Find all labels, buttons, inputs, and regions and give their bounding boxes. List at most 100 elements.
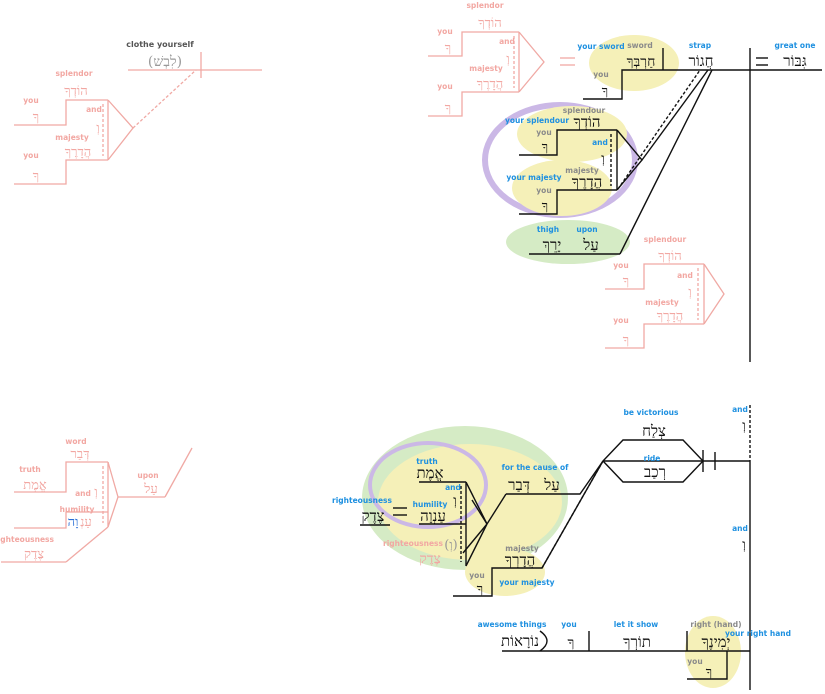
righteousness-heb: צֶדֶק [24, 547, 44, 562]
strap-label: strap [689, 41, 712, 50]
you-heb-2: ךָ [445, 101, 451, 116]
ride-heb: רְכַב [644, 463, 666, 481]
you-label-2: you [613, 316, 628, 325]
and-label: and [86, 105, 102, 114]
majesty-label: majesty [645, 298, 679, 307]
ghost-top-left [14, 52, 262, 185]
righteousness-heb: צֶדֶק [361, 507, 384, 525]
your-right-hand-label: your right hand [725, 629, 791, 638]
and-mid-label: and [732, 524, 748, 533]
highlight-sword [589, 35, 679, 91]
ghost-bottom-left-text: word דְּבַר truth אֱמֶת and וְ humility … [0, 437, 159, 562]
and-label: and [75, 489, 91, 498]
righteousness-ghost-label: righteousness [383, 539, 443, 548]
thigh-label: thigh [537, 225, 559, 234]
splendour-heb: הוֹדְךָ [658, 249, 681, 264]
majesty-heb: הֲדָרֶךָ [657, 309, 684, 324]
and-mid-heb: וְ [742, 537, 746, 553]
and-heb: וְ [96, 121, 99, 136]
main-top-text: your sword sword חַרְבְּךָ you ךָ strap … [505, 41, 816, 254]
great-one-label: great one [775, 41, 816, 50]
and-label: and [499, 37, 515, 46]
you-label-1: you [23, 96, 38, 105]
majesty-heb: הֲדָרֶךָ [65, 145, 92, 160]
highlight-splendour [517, 106, 627, 162]
for-the-cause-of-label: for the cause of [502, 463, 570, 472]
you-rh-heb: ךָ [706, 665, 712, 680]
righteousness-label: righteousness [0, 535, 55, 544]
highlight-thigh [506, 220, 630, 264]
upon-label: upon [137, 471, 158, 480]
main-bottom-lines [360, 405, 751, 690]
ghost-top-left-text: clothe yourself (לִבְשׁ) splendor הוֹדְך… [23, 40, 194, 184]
you-label-2: you [536, 186, 551, 195]
you-heb: ךָ [477, 582, 483, 597]
righteousness-ghost-heb: צֶדֶק [419, 551, 441, 567]
upon-heb: עַל [143, 482, 157, 497]
splendor-label: splendor [466, 1, 503, 10]
cause-upon-heb: עַל [543, 476, 560, 494]
awesome-things-label: awesome things [478, 620, 547, 629]
cause-word-heb: דְּבַר [508, 476, 530, 494]
highlights [362, 35, 741, 688]
let-it-show-heb: תוֹרְךָ [623, 633, 651, 651]
you-heb-2: ךָ [33, 169, 39, 184]
you-obj-heb: ךָ [568, 635, 575, 651]
ghost-top-right-text: splendour הוֹדְךָ you ךָ and וְ majesty … [613, 235, 693, 348]
ghost-bottom-left [1, 447, 193, 563]
majesty-label: majesty [505, 544, 539, 553]
right-hand-label: right (hand) [690, 620, 741, 629]
thigh-heb: יָרֵךְ [543, 236, 562, 254]
you-label-1: you [613, 261, 628, 270]
you-heb-1: ךָ [623, 274, 629, 289]
clothe-yourself-heb: (לִבְשׁ) [148, 54, 182, 70]
and-label: and [677, 271, 693, 280]
strap-heb: חֲגוֹר [688, 52, 713, 70]
you-obj-label: you [561, 620, 576, 629]
highlight-your-majesty [465, 548, 545, 596]
majesty-heb: הֲדָרֶךָ [477, 77, 504, 92]
and-top-label: and [732, 405, 748, 414]
you-heb-2: ךָ [623, 333, 629, 348]
sword-heb: חַרְבְּךָ [627, 54, 656, 70]
majesty-heb: הֲדָרֶךָ [572, 173, 603, 191]
you-label-1: you [437, 27, 452, 36]
humility-heb-a: עַנְ [80, 515, 92, 530]
splendor-heb: הוֹדְךָ [478, 16, 501, 31]
main-bottom-text: and וְ be victorious צְלַח ride רְכַב fo… [332, 405, 791, 680]
truth-label: truth [416, 457, 438, 466]
sword-label: sword [627, 41, 653, 50]
be-victorious-label: be victorious [624, 408, 679, 417]
great-one-heb: גִּבּוֹר [783, 52, 806, 70]
humility-label: humility [60, 505, 95, 514]
truth-heb: אֱמֶת [23, 478, 47, 493]
let-it-show-label: let it show [614, 620, 659, 629]
and-heb: וְ [94, 485, 97, 500]
ghost-top-mid [428, 31, 575, 117]
ghost-top-right [605, 263, 725, 349]
righteousness-label: righteousness [332, 496, 392, 505]
and-inner-heb: וְ [453, 493, 457, 509]
you-label-2: you [437, 82, 452, 91]
majesty-label: majesty [55, 133, 89, 142]
you-heb-1: ךָ [542, 140, 548, 155]
majesty-label: majesty [469, 64, 503, 73]
you-heb-1: ךָ [33, 110, 39, 125]
splendor-heb: הוֹדְךָ [64, 84, 87, 99]
ghost-top-mid-text: splendor הוֹדְךָ you ךָ and וְ majesty ה… [437, 1, 515, 116]
main-top-lines [519, 48, 822, 362]
you-heb-2: ךָ [542, 199, 548, 214]
highlight-majesty [512, 160, 612, 216]
highlight-cause-yellow [378, 444, 562, 560]
majesty-heb: הֲדָרְךָ [505, 551, 536, 569]
majesty-label: majesty [565, 166, 599, 175]
your-majesty-label: your majesty [506, 173, 561, 182]
word-label: word [65, 437, 86, 446]
humility-label: humility [413, 500, 448, 509]
and-inner-label: and [445, 483, 461, 492]
you-sword-heb: ךָ [602, 84, 608, 99]
humility-heb-b: וָה [68, 515, 79, 530]
upon-heb: עַל [582, 236, 599, 254]
splendour-label: splendour [563, 106, 606, 115]
